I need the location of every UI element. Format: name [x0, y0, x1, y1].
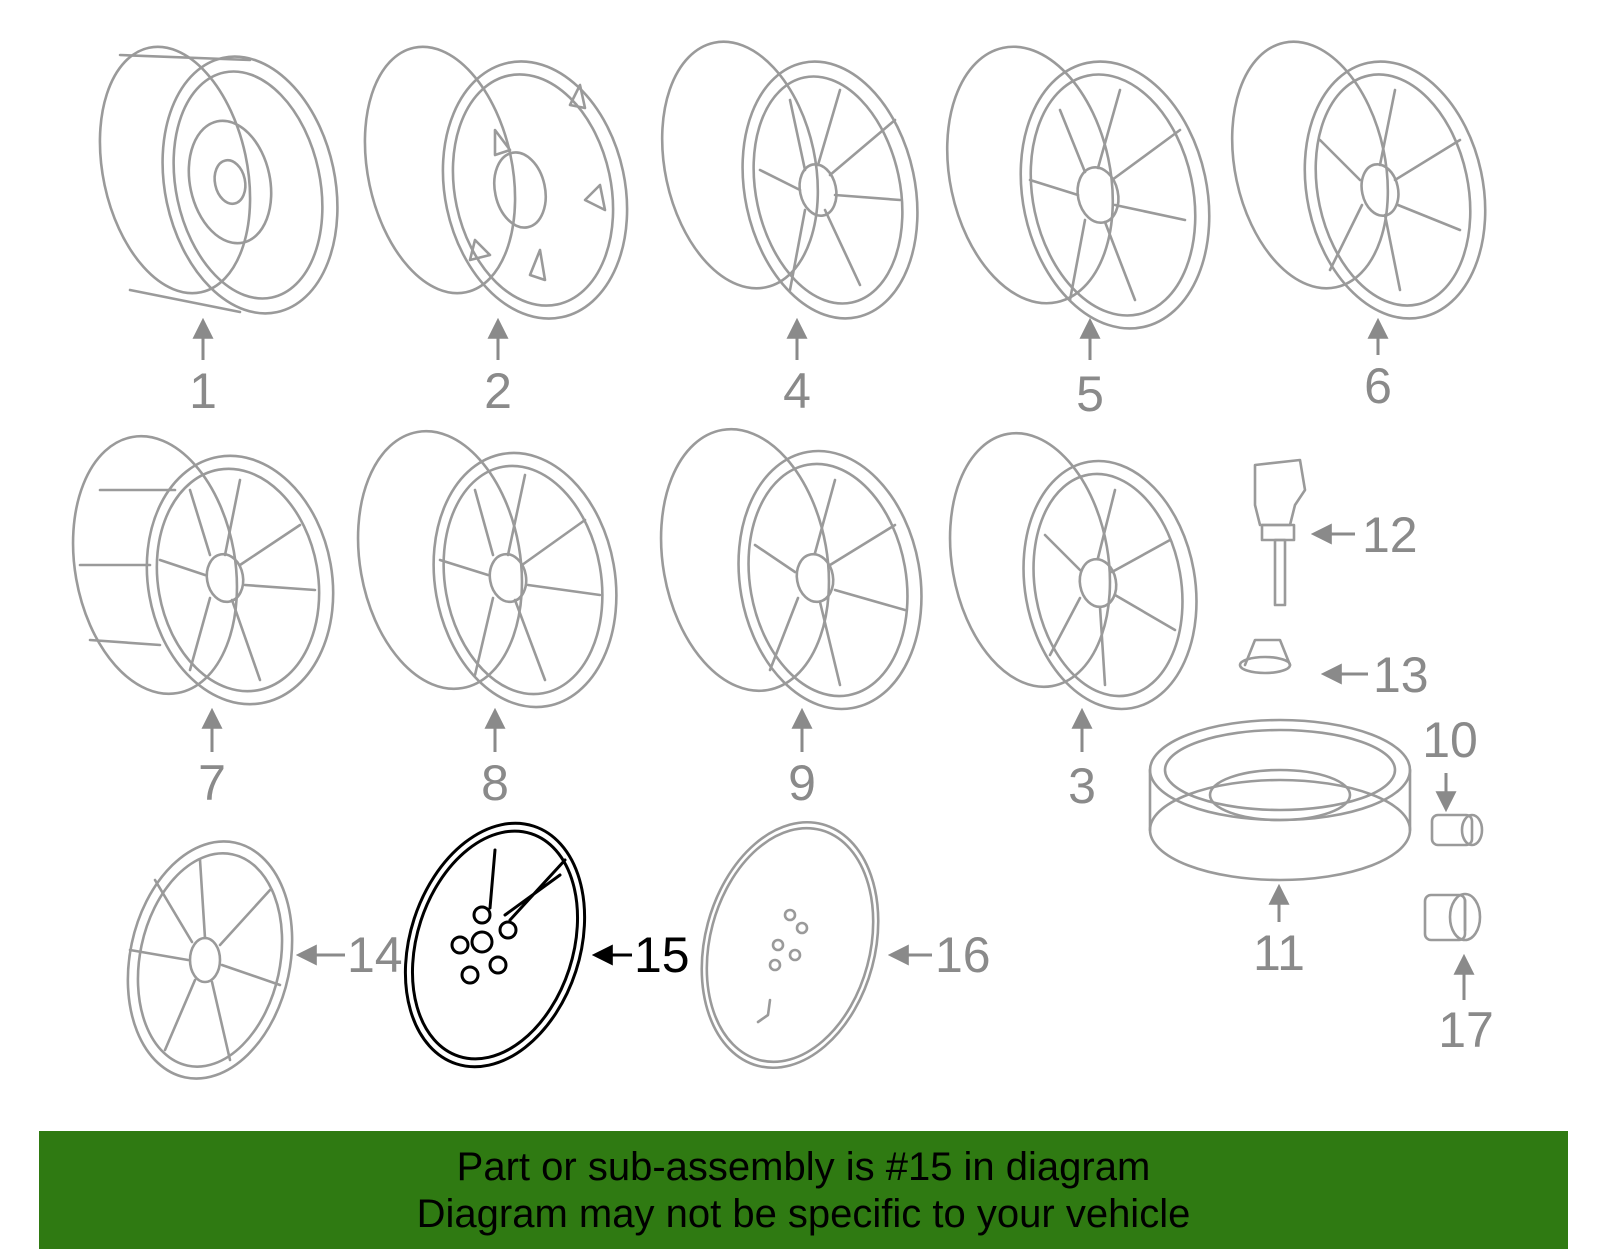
- wheel-6: [1230, 40, 1487, 320]
- wheel-2: [363, 45, 629, 320]
- spare-wheel-11: [1148, 718, 1412, 882]
- wheel-1: [98, 45, 339, 315]
- callout-7: 7: [198, 755, 226, 811]
- leader-arrows: [192, 317, 1475, 1000]
- callout-9: 9: [788, 755, 816, 811]
- valve-nut-13: [1238, 638, 1292, 675]
- wheel-cover-14: [126, 840, 294, 1080]
- callout-1: 1: [189, 363, 217, 419]
- callout-13: 13: [1373, 647, 1429, 703]
- callout-12: 12: [1362, 507, 1418, 563]
- callout-14: 14: [347, 927, 403, 983]
- tpms-sensor-12: [1253, 458, 1307, 607]
- center-cap-17: [1423, 892, 1482, 942]
- wheel-cover-16: [700, 820, 880, 1070]
- callout-11: 11: [1253, 925, 1305, 981]
- callout-6: 6: [1364, 358, 1392, 414]
- callout-15: 15: [634, 927, 690, 983]
- callout-5: 5: [1076, 366, 1104, 422]
- banner-disclaimer: Diagram may not be specific to your vehi…: [416, 1192, 1191, 1236]
- wheel-9: [659, 427, 923, 711]
- callout-10: 10: [1422, 712, 1478, 768]
- wheel-3: [948, 431, 1198, 711]
- info-banner: Part or sub-assembly is #15 in diagram D…: [39, 1131, 1568, 1249]
- callout-3: 3: [1068, 758, 1096, 814]
- wheel-5: [945, 45, 1211, 330]
- callout-8: 8: [481, 755, 509, 811]
- wheel-8: [356, 429, 618, 709]
- banner-part-note: Part or sub-assembly is #15 in diagram: [456, 1145, 1151, 1189]
- wheel-7: [71, 434, 335, 706]
- callout-16: 16: [935, 927, 991, 983]
- callout-17: 17: [1438, 1002, 1494, 1058]
- lug-nut-10: [1430, 813, 1484, 847]
- callout-2: 2: [484, 363, 512, 419]
- callout-4: 4: [783, 363, 811, 419]
- wheel-cover-15: [403, 821, 587, 1069]
- wheel-4: [660, 40, 919, 320]
